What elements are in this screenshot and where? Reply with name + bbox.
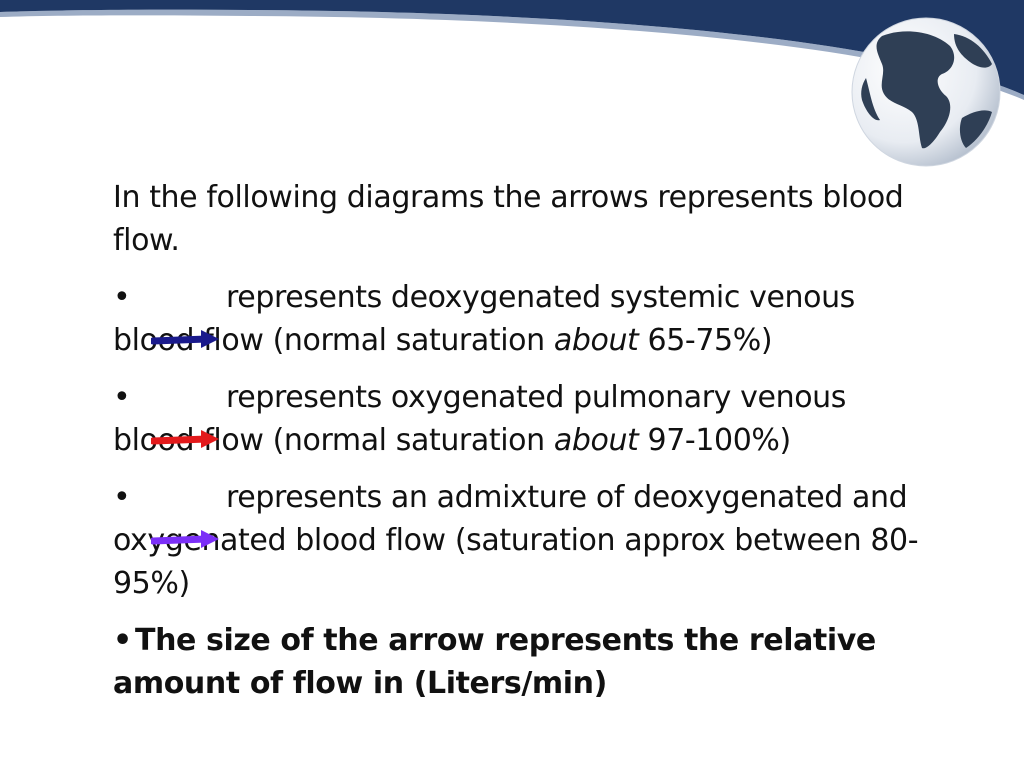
header-band	[0, 0, 1024, 100]
red-arrow-icon	[151, 430, 219, 448]
arrow-size-note: •The size of the arrow represents the re…	[113, 619, 933, 705]
bullet-icon: •	[113, 480, 131, 515]
blue-arrow-icon	[151, 330, 219, 348]
globe-icon	[851, 17, 1001, 167]
slide-body: In the following diagrams the arrows rep…	[113, 176, 933, 719]
purple-arrow-icon	[151, 530, 219, 548]
bullet-icon: •	[113, 380, 131, 415]
bullet-icon: •	[113, 623, 132, 658]
legend-item-admixture: •represents an admixture of deoxygenated…	[113, 476, 933, 605]
legend-item-oxygenated: •represents oxygenated pulmonary venous …	[113, 376, 933, 462]
legend-item-deoxygenated: •represents deoxygenated systemic venous…	[113, 276, 933, 362]
intro-text: In the following diagrams the arrows rep…	[113, 180, 904, 258]
bullet-icon: •	[113, 280, 131, 315]
